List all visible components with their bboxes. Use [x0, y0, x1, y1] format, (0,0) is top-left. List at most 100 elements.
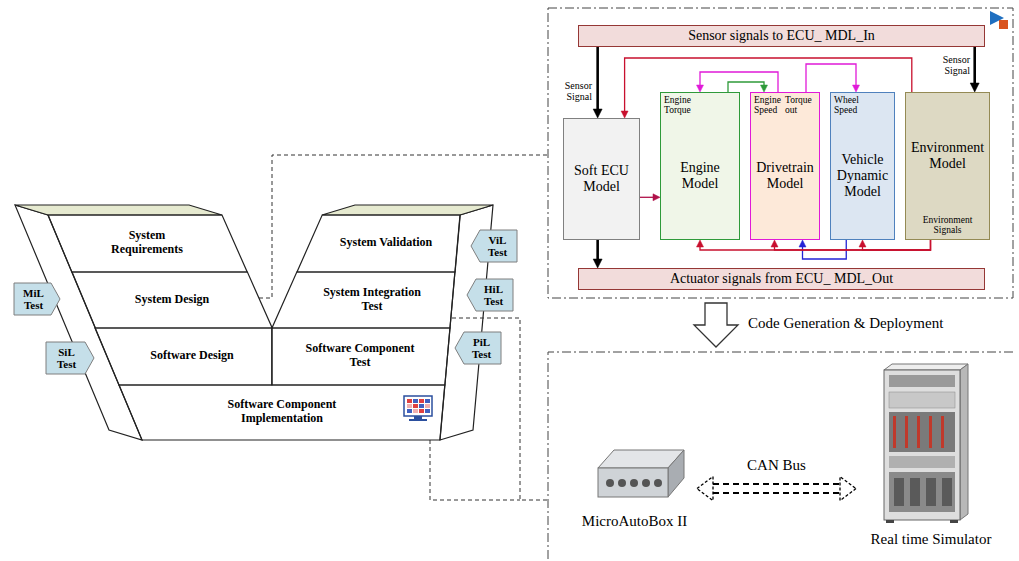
- arrowhead: [799, 240, 806, 247]
- signal-name: Wheel Speed: [834, 96, 863, 116]
- connector-line: [700, 72, 778, 92]
- tag-shape: [46, 342, 94, 374]
- rack-foot: [950, 520, 958, 523]
- node-text: System Validation: [336, 236, 436, 250]
- connector-line: [806, 64, 856, 92]
- arrowhead: [593, 259, 602, 268]
- block-header: Engine SpeedTorque out: [754, 96, 816, 116]
- arrowhead: [970, 83, 979, 92]
- connector-label: CAN Bus: [744, 457, 809, 474]
- signal-connector: [640, 194, 660, 201]
- rack-card: [926, 478, 936, 506]
- arrowhead: [697, 240, 704, 247]
- test-tag: SiL Test: [46, 342, 94, 374]
- band-text-box: System Validation: [336, 236, 436, 250]
- arrowhead: [697, 477, 713, 501]
- connector-line: [973, 47, 976, 85]
- v-top-face: [322, 205, 493, 215]
- monitor-base: [409, 419, 427, 421]
- icon-cell: [425, 404, 430, 408]
- model-block: Wheel SpeedVehicle Dynamic Model: [830, 92, 895, 240]
- node-text: Engine Model: [664, 160, 736, 192]
- rack-cable: [941, 416, 944, 448]
- v-model-band: System Requirements: [48, 215, 247, 272]
- v-model-band: Software Design: [95, 328, 272, 385]
- hollow-arrow: [694, 303, 738, 347]
- arrowhead: [593, 109, 602, 118]
- rack-slot: [889, 412, 955, 452]
- signal-name: Engine Speed: [754, 96, 785, 116]
- model-panel: [548, 8, 1013, 298]
- signal-connector: [806, 64, 860, 92]
- node-text: Real time Simulator: [871, 531, 992, 548]
- block-footer: Environment Signals: [909, 216, 986, 236]
- connector: [606, 479, 614, 487]
- tag-shape: [14, 283, 60, 315]
- microautobox-picture: [598, 450, 684, 497]
- rack-slot: [889, 375, 955, 387]
- block-header: Engine Torque: [664, 96, 736, 116]
- block-body: Environment Model: [909, 96, 986, 216]
- node-text: Environment Model: [909, 140, 986, 172]
- connector-line: [596, 240, 599, 261]
- rack-slot: [889, 392, 955, 408]
- hardware-device: MicroAutoBox II: [572, 438, 697, 530]
- rack-cable: [905, 416, 908, 448]
- device-front: [598, 468, 668, 497]
- block-body: Soft ECU Model: [567, 122, 636, 236]
- model-block: Environment ModelEnvironment Signals: [905, 92, 990, 240]
- icon-cell: [413, 404, 418, 408]
- band-shape: [119, 385, 445, 440]
- computer-icon: [404, 396, 432, 421]
- band-text-box: Software Component Test: [300, 342, 420, 370]
- icon-square: [999, 20, 1008, 29]
- v-model-band: System Design: [72, 272, 272, 328]
- node-text: PiL Test: [465, 336, 498, 360]
- rack-front: [884, 370, 960, 520]
- node-text: ViL Test: [481, 234, 514, 258]
- icon-cell: [407, 409, 412, 413]
- connector: [654, 479, 662, 487]
- rack-card: [942, 478, 952, 506]
- leader-line: [259, 155, 548, 298]
- signal-name: Torque out: [785, 96, 816, 116]
- process-label: Code Generation & Deployment: [748, 315, 978, 332]
- v-model-band: System Integration Test: [272, 272, 455, 328]
- v-model-band: Software Component Implementation: [119, 385, 445, 440]
- signal-connector: [697, 477, 856, 501]
- band-text-box: Software Design: [127, 349, 257, 363]
- leader-line: [452, 318, 548, 500]
- arrowhead: [621, 111, 628, 118]
- band-text-box: Software Component Implementation: [202, 398, 362, 426]
- block-header: Wheel Speed: [834, 96, 891, 116]
- test-tag: MiL Test: [14, 283, 60, 315]
- v-model-band: System Validation: [297, 215, 460, 272]
- icon-cell: [419, 409, 424, 413]
- icon-cell: [413, 399, 418, 403]
- icon-cell: [419, 404, 424, 408]
- arrowhead: [840, 477, 856, 501]
- rack-top: [884, 364, 968, 370]
- node-text: System Design: [112, 293, 232, 307]
- connector-line: [596, 47, 599, 111]
- bus-body: [713, 485, 840, 492]
- real-time-simulator-picture: [884, 364, 968, 523]
- leader-line: [430, 440, 520, 500]
- node-text: Software Component Test: [300, 342, 420, 370]
- signal-bus-bar: Actuator signals from ECU_ MDL_Out: [578, 268, 985, 290]
- rack-cable: [893, 416, 896, 448]
- v-model-band: Software Component Test: [272, 328, 450, 385]
- test-tag: PiL Test: [455, 332, 501, 364]
- arrowhead: [653, 194, 660, 201]
- connector-line: [640, 197, 654, 198]
- signal-connector: [697, 240, 931, 250]
- tag-shape: [467, 279, 513, 311]
- band-shape: [72, 272, 272, 328]
- v-top-face: [15, 205, 222, 215]
- arrowhead: [761, 85, 768, 92]
- connector-line: [863, 240, 931, 250]
- band-shape: [297, 215, 460, 272]
- band-text-box: System Design: [112, 293, 232, 307]
- arrowhead: [853, 85, 860, 92]
